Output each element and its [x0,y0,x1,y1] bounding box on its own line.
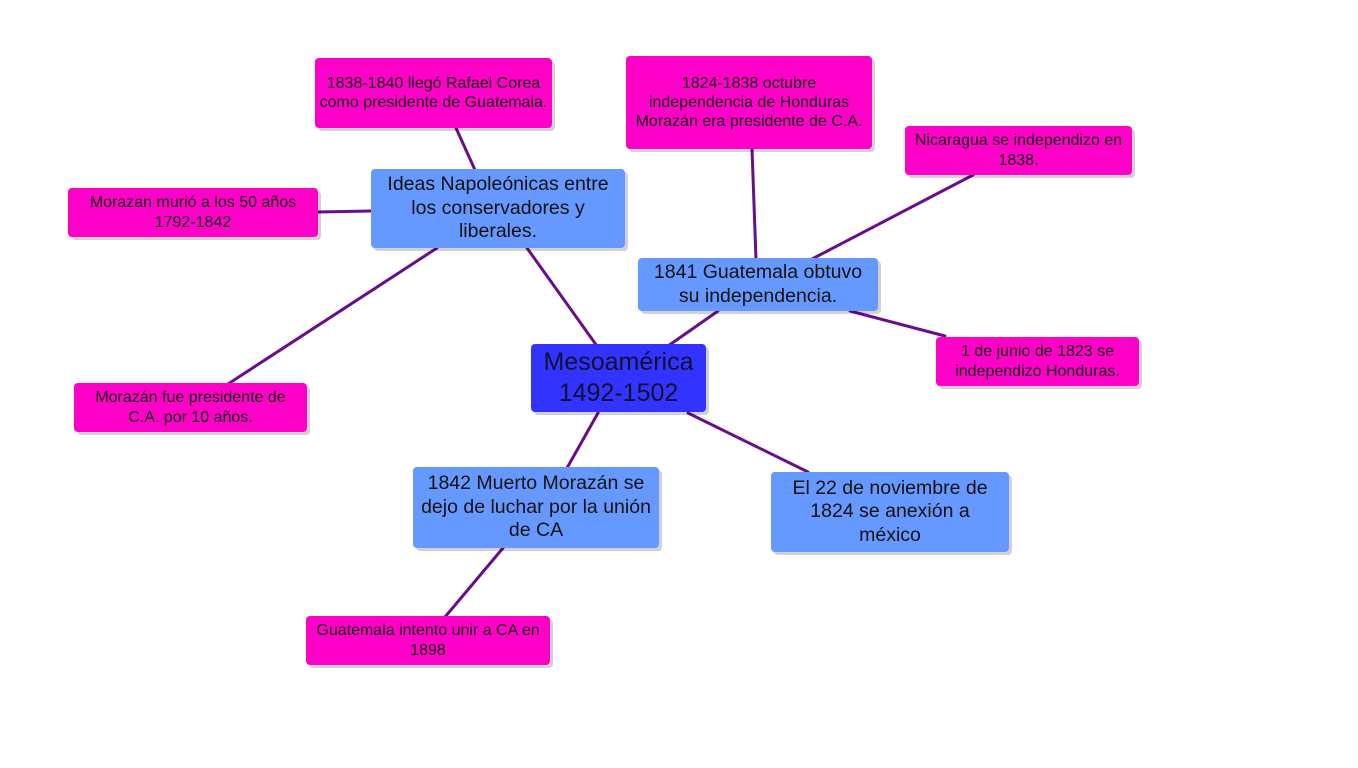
topic-node-anexion-mexico[interactable]: El 22 de noviembre de 1824 se anexión a … [771,472,1009,552]
connector-ideas-presidente [226,246,439,386]
connector-ideas-murio [316,209,374,214]
detail-text-rafael-corea: 1838-1840 llegó Rafael Corea como presid… [319,74,548,111]
detail-text-nicaragua-1838: Nicaragua se independizo en 1838. [914,132,1123,169]
detail-text-honduras-1823: 1 de junio de 1823 se independizo Hondur… [955,343,1120,380]
detail-node-honduras-1823[interactable]: 1 de junio de 1823 se independizo Hondur… [936,337,1139,386]
connector-guatemala-nicaragua [810,173,975,261]
detail-node-nicaragua-1838[interactable]: Nicaragua se independizo en 1838. [905,126,1132,175]
connector-guatemala-honduras1824 [750,147,758,261]
topic-text-muerte-morazan: 1842 Muerto Morazán se dejo de luchar po… [421,472,651,542]
detail-text-guatemala-1898: Guatemala intento unir a CA en 1898 [316,622,540,659]
detail-node-morazan-presidente[interactable]: Morazán fue presidente de C.A. por 10 añ… [74,383,307,432]
connector-guatemala-honduras1823 [848,309,947,338]
topic-node-muerte-morazan[interactable]: 1842 Muerto Morazán se dejo de luchar po… [413,467,659,548]
detail-node-rafael-corea[interactable]: 1838-1840 llegó Rafael Corea como presid… [315,58,552,128]
topic-node-ideas-napoleonicas[interactable]: Ideas Napoleónicas entre los conservador… [371,169,625,248]
connector-ideas-rafael [454,126,477,172]
central-topic-text: Mesoamérica 1492-1502 [543,347,694,407]
topic-node-guatemala-1841[interactable]: 1841 Guatemala obtuvo su independencia. [638,258,878,311]
connector-center-ideas [525,246,599,348]
connector-center-mexico [686,411,810,474]
connector-morazan-guatemala1898 [443,546,505,619]
central-topic-node[interactable]: Mesoamérica 1492-1502 [531,344,706,412]
detail-node-guatemala-1898[interactable]: Guatemala intento unir a CA en 1898 [306,616,550,665]
detail-text-independencia-honduras-1824: 1824-1838 octubre independencia de Hondu… [635,74,863,131]
topic-text-guatemala-1841: 1841 Guatemala obtuvo su independencia. [653,261,863,307]
topic-text-anexion-mexico: El 22 de noviembre de 1824 se anexión a … [792,476,988,546]
detail-text-morazan-presidente: Morazán fue presidente de C.A. por 10 añ… [95,389,286,426]
connector-center-guatemala [666,309,720,348]
detail-node-independencia-honduras-1824[interactable]: 1824-1838 octubre independencia de Hondu… [626,56,872,149]
connector-center-morazan [565,411,600,470]
topic-text-ideas-napoleonicas: Ideas Napoleónicas entre los conservador… [387,173,609,243]
detail-node-morazan-murio[interactable]: Morazan murió a los 50 años 1792-1842 [68,188,318,237]
detail-text-morazan-murio: Morazan murió a los 50 años 1792-1842 [89,194,297,231]
